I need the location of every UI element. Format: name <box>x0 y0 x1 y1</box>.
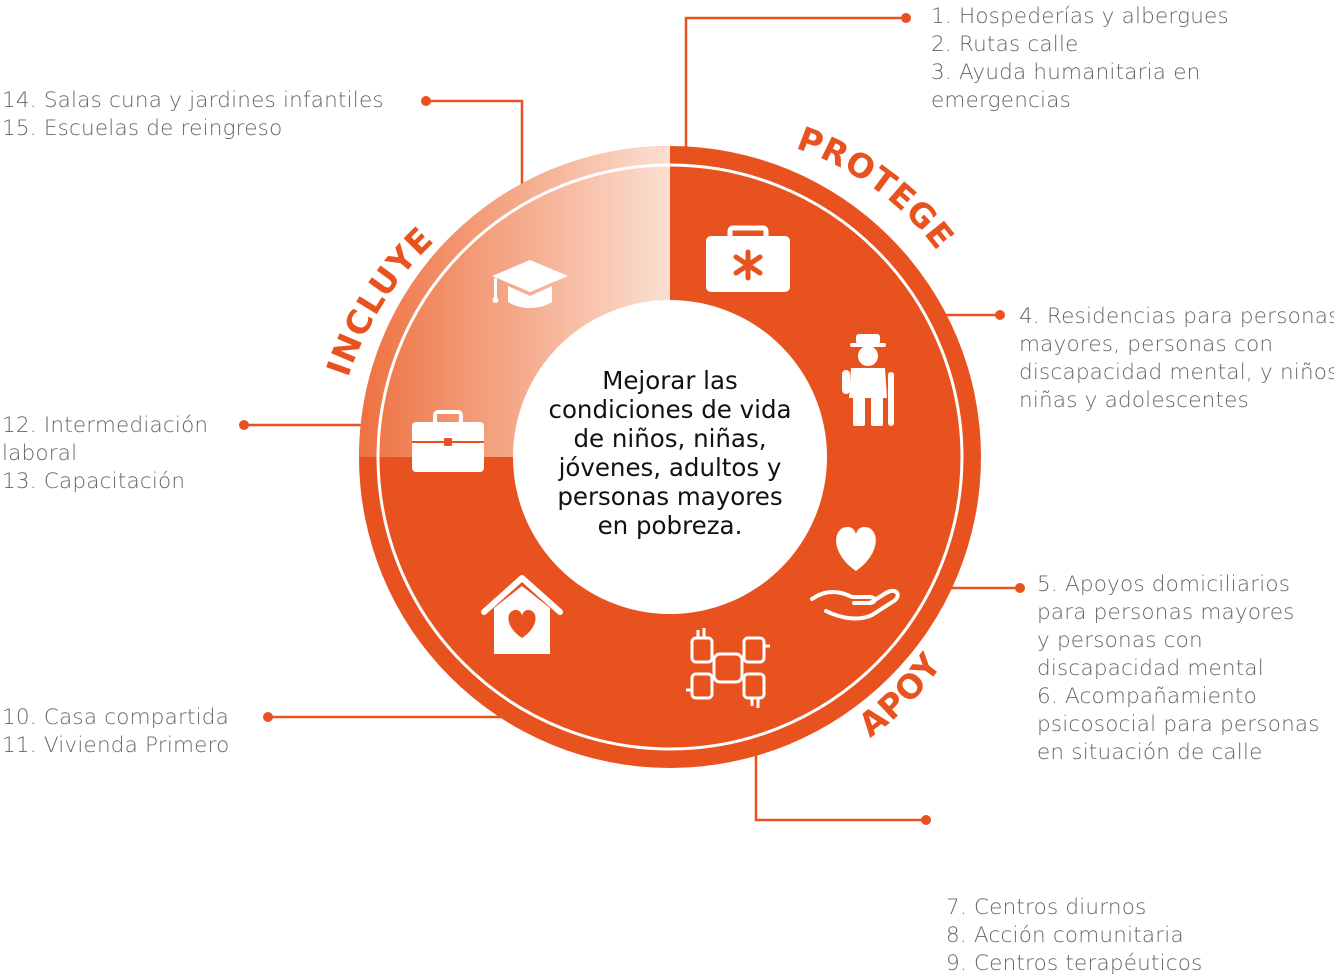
callout-line: niñas y adolescentes <box>1019 388 1249 413</box>
connector-dot <box>995 310 1005 320</box>
callout-laboral: 12. Intermediación laboral 13. Capacitac… <box>2 412 208 496</box>
callout-apoyos: 5. Apoyos domiciliarios para personas ma… <box>1037 571 1320 767</box>
connector-lines <box>244 16 1020 822</box>
heart-in-hand-icon <box>810 527 900 621</box>
ring-inner-line <box>376 163 964 751</box>
callout-line: 8. Acción comunitaria <box>946 923 1184 948</box>
connector-centros <box>754 754 926 822</box>
callout-line: 10. Casa compartida <box>2 705 230 730</box>
connector-dot <box>1015 583 1025 593</box>
connector-protege-top <box>684 16 906 150</box>
center-line: en pobreza. <box>597 511 743 540</box>
callout-line: para personas mayores <box>1037 600 1295 625</box>
connector-dot <box>263 712 273 722</box>
center-line: personas mayores <box>557 482 783 511</box>
callout-line: psicosocial para personas <box>1037 712 1320 737</box>
connector-dot <box>239 420 249 430</box>
first-aid-kit-icon <box>706 225 790 292</box>
callout-line: 4. Residencias para personas <box>1019 304 1334 329</box>
elderly-person-icon <box>842 334 894 426</box>
callout-line: discapacidad mental <box>1037 656 1264 681</box>
callout-line: 13. Capacitación <box>2 469 186 494</box>
callout-line: laboral <box>2 441 78 466</box>
connector-dots <box>239 13 1025 825</box>
callout-line: y personas con <box>1037 628 1203 653</box>
connector-dot <box>901 13 911 23</box>
callout-line: en situación de calle <box>1037 740 1263 765</box>
callout-line: 3. Ayuda humanitaria en <box>931 60 1201 85</box>
callout-line: 7. Centros diurnos <box>946 895 1147 920</box>
briefcase-icon <box>412 410 484 472</box>
callout-line: mayores, personas con <box>1019 332 1274 357</box>
callout-line: 5. Apoyos domiciliarios <box>1037 572 1291 597</box>
callout-line: 15. Escuelas de reingreso <box>2 116 283 141</box>
connector-salas <box>426 99 524 188</box>
center-line: de niños, niñas, <box>573 424 767 453</box>
connector-dot <box>421 96 431 106</box>
callout-line: emergencias <box>931 88 1071 113</box>
callout-line: 6. Acompañamiento <box>1037 684 1257 709</box>
center-circle <box>513 300 827 614</box>
center-line: condiciones de vida <box>548 395 792 424</box>
center-line: Mejorar las <box>602 366 738 395</box>
callout-line: discapacidad mental, y niños, <box>1019 360 1334 385</box>
house-heart-icon <box>481 575 563 654</box>
callout-line: 2. Rutas calle <box>931 32 1079 57</box>
center-line: jóvenes, adultos y <box>558 453 782 482</box>
callout-centros: 7. Centros diurnos 8. Acción comunitaria… <box>946 894 1203 978</box>
connector-dot <box>921 815 931 825</box>
joined-hands-icon <box>686 628 770 708</box>
graduation-cap-icon <box>492 260 568 308</box>
callout-vivienda: 10. Casa compartida 11. Vivienda Primero <box>2 704 230 760</box>
callout-line: 9. Centros terapéuticos <box>946 951 1203 976</box>
callout-residencias: 4. Residencias para personas mayores, pe… <box>1019 303 1334 415</box>
callout-protege-services: 1. Hospederías y albergues 2. Rutas call… <box>931 3 1229 115</box>
callout-line: 1. Hospederías y albergues <box>931 4 1229 29</box>
center-statement: Mejorar las condiciones de vida de niños… <box>520 366 820 540</box>
callout-line: 14. Salas cuna y jardines infantiles <box>2 88 384 113</box>
callout-line: 12. Intermediación <box>2 413 209 438</box>
callout-line: 11. Vivienda Primero <box>2 733 230 758</box>
callout-educacion: 14. Salas cuna y jardines infantiles 15.… <box>2 87 384 143</box>
